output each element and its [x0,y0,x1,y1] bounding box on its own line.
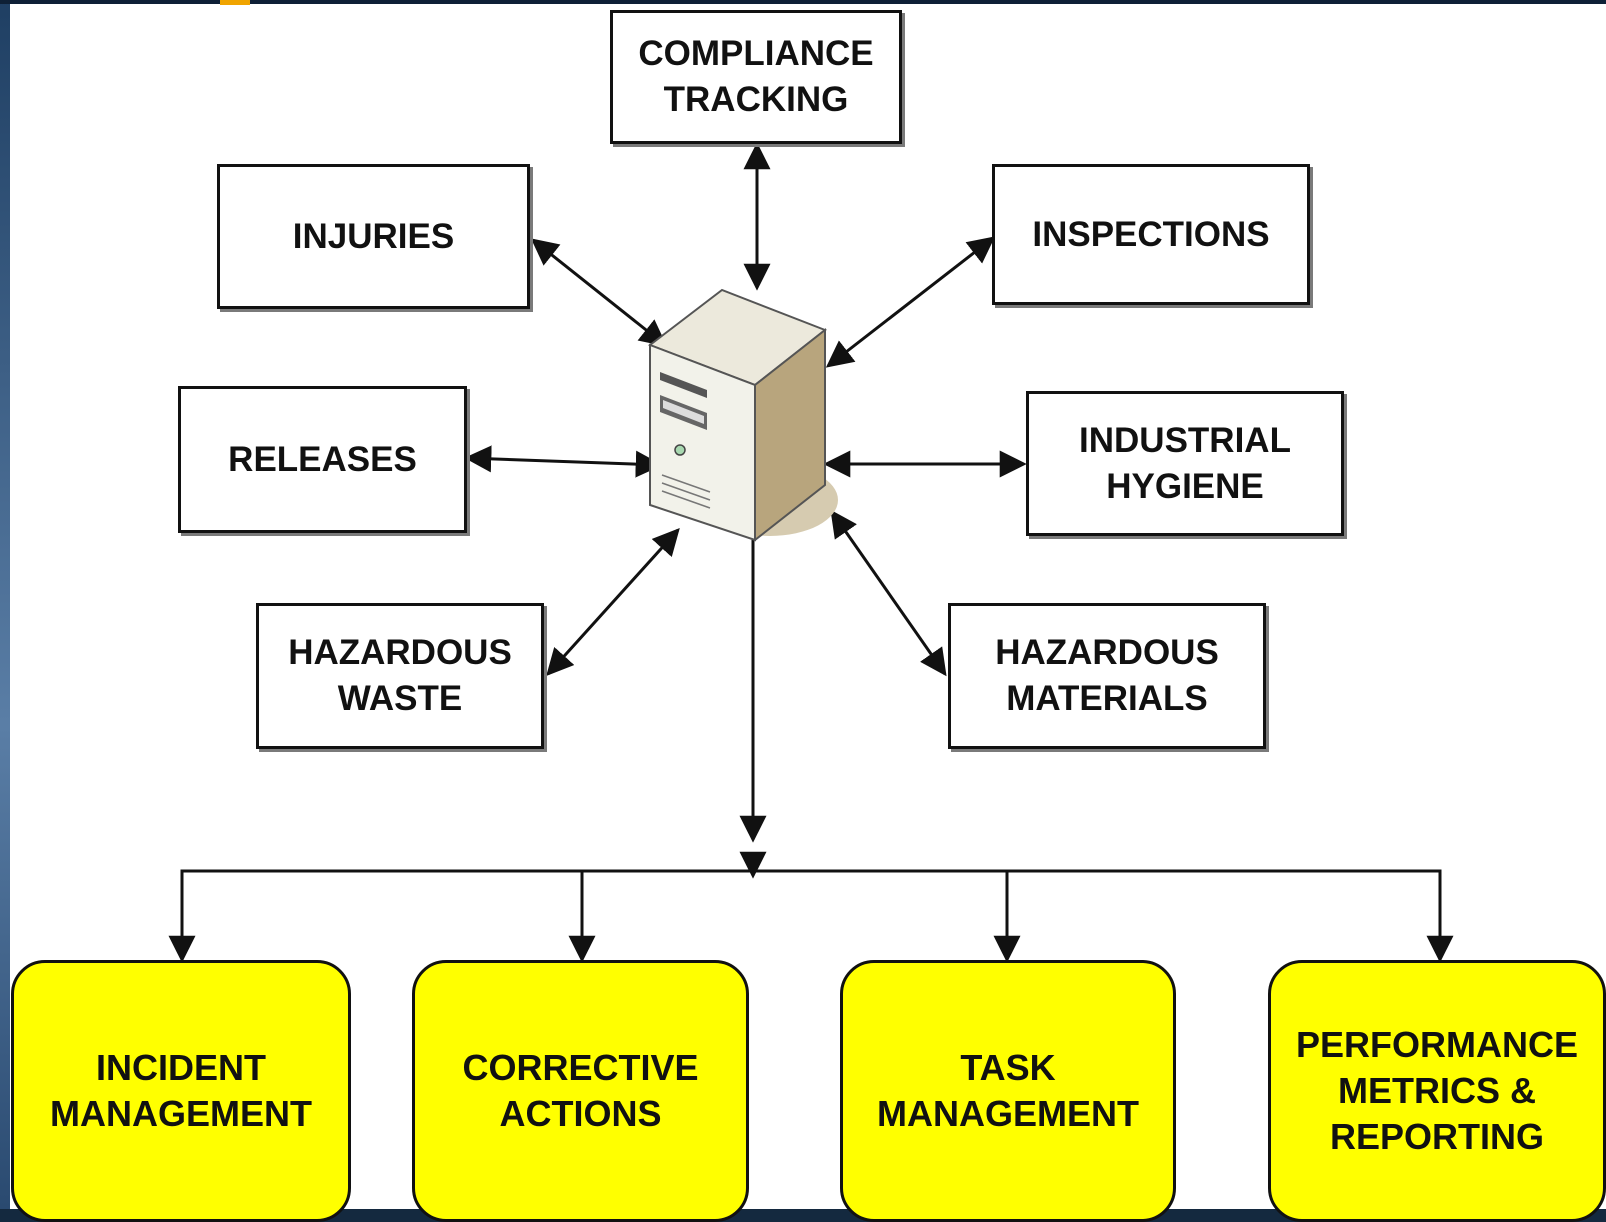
node-inspections-label: INSPECTIONS [1032,214,1270,254]
node-compliance-tracking: COMPLIANCE TRACKING [610,10,902,144]
module-performance-metrics: PERFORMANCE METRICS & REPORTING [1268,960,1606,1222]
module-incident-management: INCIDENT MANAGEMENT [11,960,351,1222]
module-task-management: TASK MANAGEMENT [840,960,1176,1222]
arrow-hazardous-waste [546,527,680,677]
node-compliance-tracking-label: COMPLIANCE TRACKING [638,34,874,119]
node-hazardous-waste: HAZARDOUS WASTE [256,603,544,749]
arrow-injuries [530,238,668,347]
node-industrial-hygiene: INDUSTRIAL HYGIENE [1026,391,1344,536]
node-injuries: INJURIES [217,164,530,309]
module-performance-metrics-label: PERFORMANCE METRICS & REPORTING [1295,1024,1578,1157]
node-hazardous-materials-label: HAZARDOUS MATERIALS [995,633,1219,718]
node-hazardous-materials: HAZARDOUS MATERIALS [948,603,1266,749]
node-industrial-hygiene-label: INDUSTRIAL HYGIENE [1079,420,1291,506]
node-injuries-label: INJURIES [292,216,455,256]
node-inspections: INSPECTIONS [992,164,1310,305]
module-corrective-actions-label: CORRECTIVE ACTIONS [462,1047,699,1134]
server-icon [647,288,838,543]
module-incident-management-label: INCIDENT MANAGEMENT [50,1047,312,1134]
top-frame-band [0,0,1606,4]
arrow-inspections [825,236,996,368]
left-frame-band [0,0,10,1209]
node-releases: RELEASES [178,386,467,533]
title-accent [220,0,250,5]
node-releases-label: RELEASES [228,439,417,479]
arrow-hazardous-materials [830,509,947,677]
node-hazardous-waste-label: HAZARDOUS WASTE [288,633,512,718]
module-corrective-actions: CORRECTIVE ACTIONS [412,960,749,1222]
arrow-releases [464,445,663,478]
bus-line [180,869,1442,958]
module-task-management-label: TASK MANAGEMENT [877,1047,1139,1134]
